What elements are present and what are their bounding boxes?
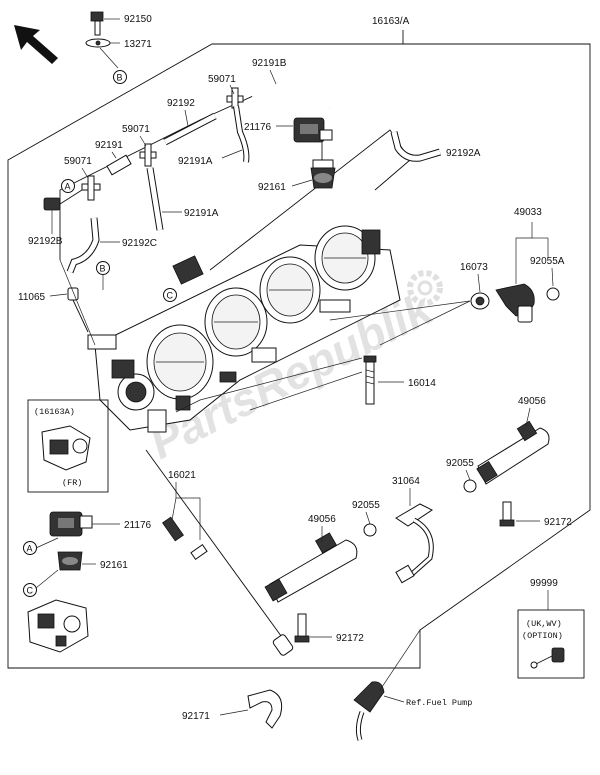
fuel-hose-connector bbox=[353, 681, 385, 741]
callout-B-lower bbox=[96, 261, 110, 275]
label-92191: 92191 bbox=[95, 140, 123, 151]
label-59071-left: 59071 bbox=[64, 156, 92, 167]
label-92055A: 92055A bbox=[530, 256, 565, 267]
injector-49033 bbox=[495, 283, 535, 323]
label-92171: 92171 bbox=[182, 711, 210, 722]
svg-text:B: B bbox=[100, 264, 106, 274]
svg-text:C: C bbox=[167, 291, 174, 301]
label-59071-mid: 59071 bbox=[122, 124, 150, 135]
label-92192A: 92192A bbox=[446, 148, 481, 159]
o-ring-92055A bbox=[546, 287, 560, 301]
label-16014: 16014 bbox=[408, 378, 436, 389]
label-21176-left: 21176 bbox=[124, 520, 152, 531]
callout-C-top bbox=[163, 288, 177, 302]
tee-fitting-59071-top bbox=[226, 87, 244, 109]
o-ring-16073 bbox=[470, 292, 490, 310]
svg-text:A: A bbox=[65, 182, 71, 192]
svg-text:C: C bbox=[27, 586, 34, 596]
label-92055-upper: 92055 bbox=[446, 458, 474, 469]
o-ring-92055-upper bbox=[463, 479, 477, 493]
throttle-body-assembly bbox=[87, 225, 401, 433]
label-99999: 99999 bbox=[530, 578, 558, 589]
bolt-92172-right bbox=[499, 501, 515, 527]
label-92172-lower: 92172 bbox=[336, 633, 364, 644]
direction-arrow-icon bbox=[14, 25, 58, 64]
label-92192B: 92192B bbox=[28, 236, 63, 247]
label-13271: 13271 bbox=[124, 39, 152, 50]
cap-92161-left bbox=[57, 551, 83, 571]
label-92192C: 92192C bbox=[122, 238, 157, 249]
bolt-92150 bbox=[90, 11, 104, 36]
label-49056-right: 49056 bbox=[518, 396, 546, 407]
cable-16021 bbox=[145, 449, 294, 656]
label-16073: 16073 bbox=[460, 262, 488, 273]
cap-11065 bbox=[67, 287, 89, 333]
inset-note: (FR) bbox=[62, 478, 82, 488]
ref-fuel-pump-text: Ref.Fuel Pump bbox=[406, 698, 472, 708]
label-92191A-a: 92191A bbox=[178, 156, 213, 167]
label-92150: 92150 bbox=[124, 14, 152, 25]
o-ring-92055-lower bbox=[363, 523, 377, 537]
label-11065: 11065 bbox=[18, 292, 46, 303]
inset-title: (16163A) bbox=[34, 407, 75, 417]
bolt-92172-lower bbox=[294, 613, 310, 643]
label-92192: 92192 bbox=[167, 98, 195, 109]
tee-fitting-59071-mid bbox=[139, 143, 157, 167]
label-92161-top: 92161 bbox=[258, 182, 286, 193]
sensor-21176-left bbox=[49, 511, 93, 537]
callout-C-lower bbox=[23, 583, 37, 597]
label-92172-right: 92172 bbox=[544, 517, 572, 528]
svg-text:B: B bbox=[117, 73, 123, 83]
label-49033: 49033 bbox=[514, 207, 542, 218]
label-92055-lower: 92055 bbox=[352, 500, 380, 511]
option-box: (UK,WV) (OPTION) bbox=[517, 609, 585, 679]
label-31064: 31064 bbox=[392, 476, 420, 487]
option-line2: (OPTION) bbox=[522, 631, 563, 641]
label-92191B: 92191B bbox=[252, 58, 287, 69]
option-line1: (UK,WV) bbox=[526, 619, 562, 629]
fitting-92192B bbox=[43, 189, 83, 211]
inset-box: (16163A) (FR) bbox=[27, 399, 109, 493]
tee-fitting-59071-left bbox=[81, 175, 101, 201]
assembly-outline bbox=[7, 43, 591, 669]
label-16021: 16021 bbox=[168, 470, 196, 481]
fuel-pipe-31064 bbox=[395, 503, 434, 584]
watermark-gear-icon bbox=[407, 270, 443, 306]
label-92191A-b: 92191A bbox=[184, 208, 219, 219]
clamp-92171 bbox=[247, 689, 283, 729]
gasket-13271 bbox=[85, 38, 111, 48]
label-21176-top: 21176 bbox=[244, 122, 272, 133]
screw-16014 bbox=[363, 355, 377, 405]
fuel-rail-49056-right bbox=[476, 420, 550, 485]
label-59071-top: 59071 bbox=[208, 74, 236, 85]
svg-text:A: A bbox=[27, 544, 33, 554]
callout-A-top bbox=[61, 179, 75, 193]
cap-92161-top bbox=[310, 159, 336, 189]
callout-B-top bbox=[113, 70, 127, 84]
fuel-rail-49056-left bbox=[264, 532, 358, 603]
throttle-sensor-cluster bbox=[27, 599, 89, 653]
label-49056-left: 49056 bbox=[308, 514, 336, 525]
sensor-21176-top bbox=[293, 117, 333, 160]
assembly-label: 16163/A bbox=[372, 16, 410, 27]
label-92161-left: 92161 bbox=[100, 560, 128, 571]
